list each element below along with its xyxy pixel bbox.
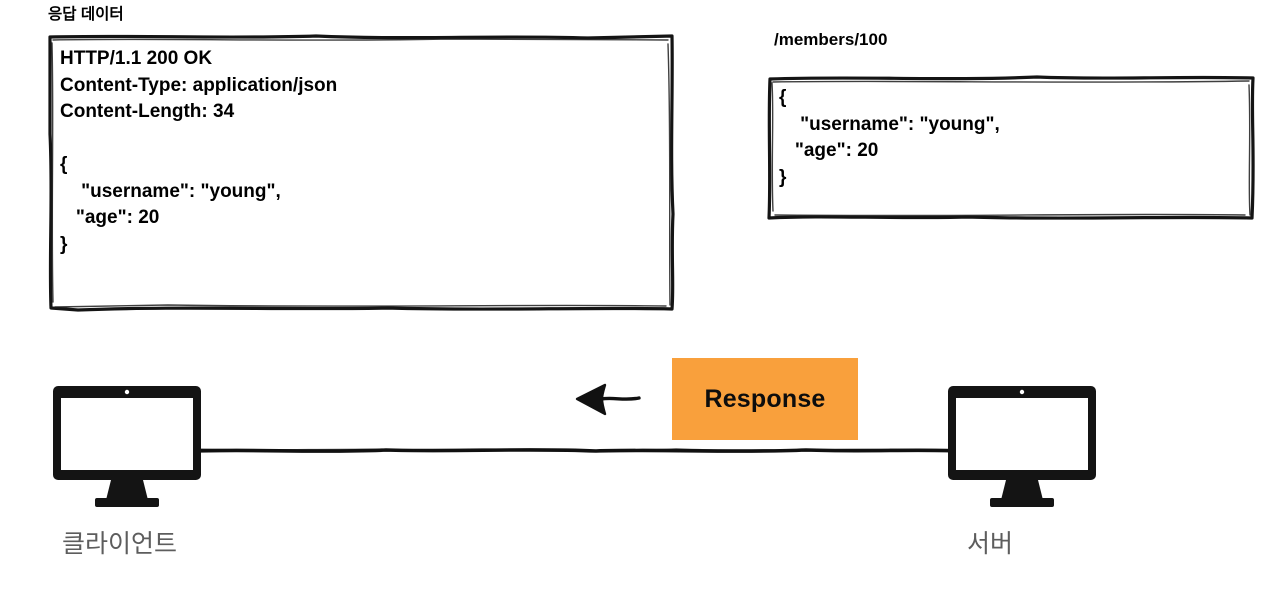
request-path-label: /members/100 [774, 30, 888, 49]
arrow-left-icon [575, 383, 641, 416]
response-message-label: Response [704, 384, 826, 413]
server-monitor-icon [948, 386, 1096, 512]
body-panel-code: { "username": "young", "age": 20 } [779, 87, 1000, 188]
response-panel-caption: 응답 데이터 [48, 6, 124, 23]
body-panel-box: { "username": "young", "age": 20 } [767, 75, 1255, 220]
connection-line [194, 448, 960, 453]
client-label: 클라이언트 [62, 530, 178, 558]
response-panel-code: HTTP/1.1 200 OK Content-Type: applicatio… [60, 48, 338, 255]
client-monitor-icon [53, 386, 201, 512]
server-label: 서버 [967, 530, 1014, 558]
response-panel-box: HTTP/1.1 200 OK Content-Type: applicatio… [48, 34, 675, 312]
response-message-tag: Response [672, 358, 858, 440]
